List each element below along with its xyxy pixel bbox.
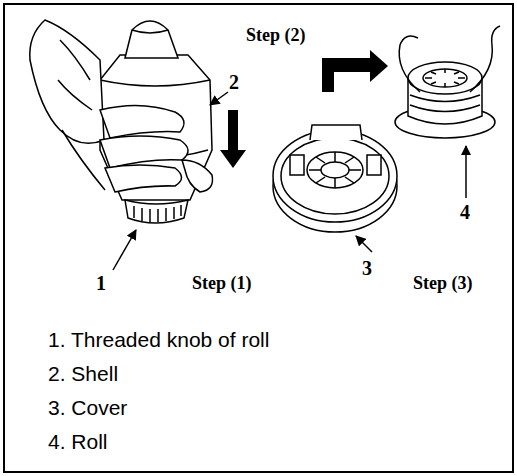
roll-teeth [425,69,465,87]
line-end [470,26,500,92]
legend-item: 1. Threaded knob of roll [48,329,269,350]
step-label: Step (2) [246,26,306,44]
hand-crease [58,40,92,110]
step-label: Step (1) [192,274,252,292]
callout-number: 4 [460,202,470,222]
left-hand [30,20,104,143]
legend-item: 3. Cover [48,397,127,418]
leader-line [113,230,136,270]
finger [100,136,188,168]
threaded-knob [125,200,188,223]
hub-teeth [309,152,361,188]
cover-latch [310,125,362,140]
finger [100,105,184,138]
cover-clip [367,155,381,175]
cover-hub-hole [321,162,349,178]
leader-line [210,92,228,105]
wrist [62,130,105,190]
callout-number: 3 [362,258,372,278]
thumb [182,160,213,192]
cover-clip [290,155,304,175]
frame [4,4,513,472]
legend-item: 4. Roll [48,431,108,452]
knob-grip [134,205,181,222]
wound-line [410,95,480,112]
trimmer-head-assembly [30,20,213,223]
roll [395,26,500,138]
leader-line [356,236,372,252]
finger [105,165,182,192]
roll-hub [423,69,467,87]
callout-number: 2 [229,72,239,92]
leader-line [465,146,467,198]
push-arrow [220,110,246,168]
legend-item: 2. Shell [48,363,118,384]
callout-number: 1 [96,273,106,293]
cover [273,125,397,232]
move-arrow [322,50,388,92]
nozzle-ridge [132,30,168,33]
roll-top [408,62,482,94]
shell-ridge [100,80,210,86]
nozzle [125,21,178,58]
cover-inner [281,138,389,214]
cover-hub [307,152,363,188]
step-label: Step (3) [413,274,473,292]
cover-rim [273,130,397,222]
shell [100,55,212,200]
line-end [399,36,420,92]
